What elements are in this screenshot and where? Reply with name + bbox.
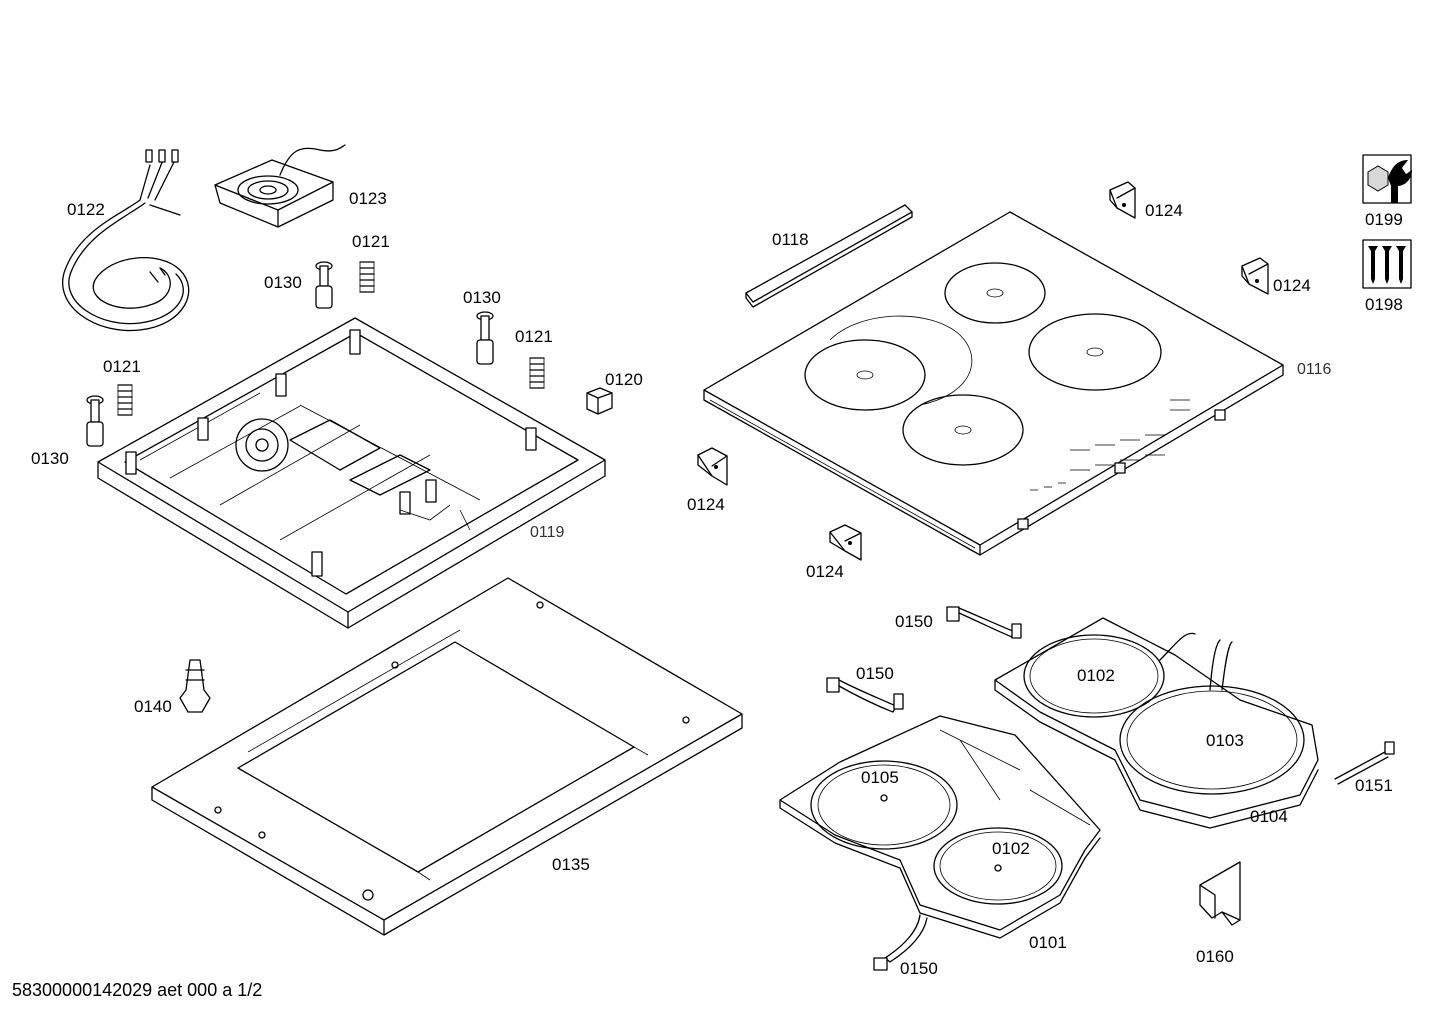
label-0121-a: 0121: [352, 232, 390, 251]
label-0135: 0135: [552, 855, 590, 874]
label-0160: 0160: [1196, 947, 1234, 966]
label-0118: 0118: [772, 230, 809, 249]
part-0130-pin-b: [476, 311, 494, 365]
label-0150-a: 0150: [895, 612, 933, 631]
part-0124-bracket-b: [1241, 257, 1269, 295]
label-0116: 0116: [1297, 361, 1332, 378]
label-0199: 0199: [1365, 210, 1403, 229]
diagram-reference-footer: 58300000142029 aet 000 a 1/2: [12, 980, 263, 1000]
label-0124-a: 0124: [1145, 201, 1183, 220]
part-0150-cable-c: [873, 914, 928, 971]
label-0119: 0119: [530, 524, 565, 541]
part-0121-spring-c: [117, 384, 133, 416]
part-0119-housing: [97, 317, 606, 629]
part-0124-bracket-c: [697, 447, 728, 486]
label-0124-c: 0124: [687, 495, 725, 514]
label-0123: 0123: [349, 189, 387, 208]
part-0101-coil-carrier: [779, 715, 1101, 939]
part-0160-shield: [1199, 861, 1241, 926]
part-0150-cable-a: [946, 606, 1022, 639]
label-0124-b: 0124: [1273, 276, 1311, 295]
part-0123-cooling-fan: [214, 144, 346, 228]
part-0130-pin-a: [315, 261, 333, 309]
part-0121-spring-a: [359, 261, 375, 293]
part-0120-clip: [586, 387, 613, 415]
label-0101: 0101: [1029, 933, 1067, 952]
part-0150-cable-b: [826, 677, 904, 713]
part-0118-trim-strip: [745, 204, 913, 308]
label-0103: 0103: [1206, 731, 1244, 750]
part-0124-bracket-d: [829, 524, 862, 561]
part-0124-bracket-a: [1109, 181, 1136, 219]
part-0135-mounting-frame: [151, 577, 743, 936]
label-0122: 0122: [67, 200, 105, 219]
part-0140-fastener: [179, 659, 211, 713]
part-0116-glass-cooktop: [703, 211, 1284, 556]
label-0121-c: 0121: [103, 357, 141, 376]
part-0121-spring-b: [529, 357, 545, 389]
label-0198: 0198: [1365, 295, 1403, 314]
label-0121-b: 0121: [515, 327, 553, 346]
wrench-nut-icon: [1362, 154, 1412, 204]
part-0151-sensor: [1334, 741, 1395, 785]
part-0122-power-cable: [62, 149, 190, 332]
label-0102-b: 0102: [992, 839, 1030, 858]
label-0140: 0140: [134, 697, 172, 716]
screws-icon: [1362, 239, 1412, 289]
label-0124-d: 0124: [806, 562, 844, 581]
label-0151: 0151: [1355, 776, 1393, 795]
part-0104-coil-carrier: [994, 617, 1319, 829]
label-0150-b: 0150: [856, 664, 894, 683]
label-0120: 0120: [605, 370, 643, 389]
label-0150-c: 0150: [900, 959, 938, 978]
label-0102-a: 0102: [1077, 666, 1115, 685]
label-0130-b: 0130: [463, 288, 501, 307]
label-0130-c: 0130: [31, 449, 69, 468]
label-0105: 0105: [861, 768, 899, 787]
part-0130-pin-c: [86, 395, 104, 447]
label-0104: 0104: [1250, 807, 1288, 826]
label-0130-a: 0130: [264, 273, 302, 292]
